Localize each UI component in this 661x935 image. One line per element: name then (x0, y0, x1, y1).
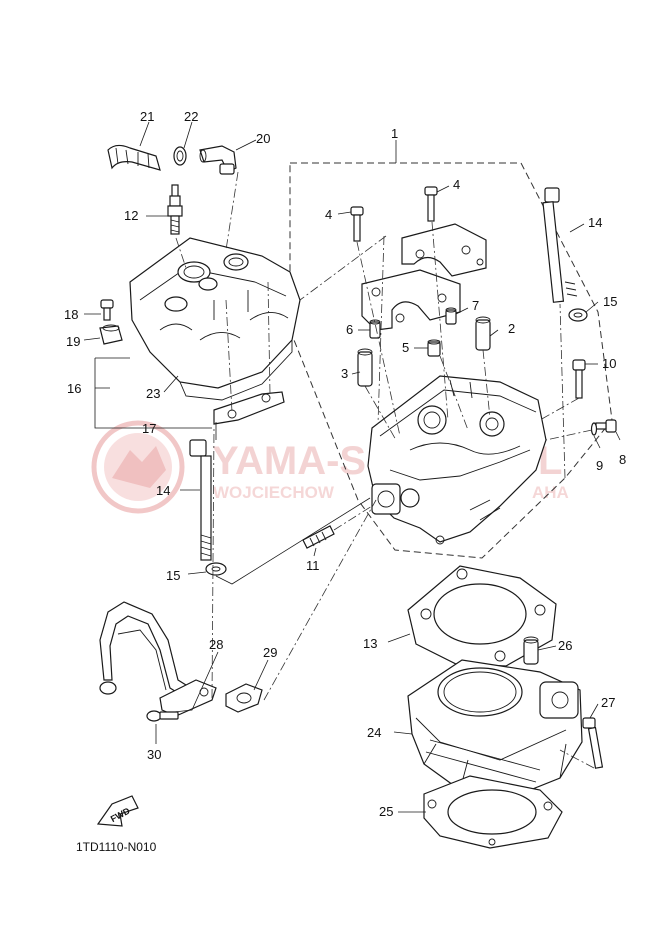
head-cover-gasket (213, 391, 285, 425)
callout-4-upper: 4 (453, 177, 460, 192)
callout-24: 24 (367, 725, 381, 740)
callout-3: 3 (341, 366, 348, 381)
callout-18: 18 (64, 307, 78, 322)
callout-1: 1 (391, 126, 398, 141)
callout-28: 28 (209, 637, 223, 652)
cover-bolt (100, 299, 114, 321)
cam-cap-bolt-left (350, 206, 364, 242)
callout-4-left: 4 (325, 207, 332, 222)
bolt-30 (146, 710, 179, 722)
callout-6: 6 (346, 322, 353, 337)
dowel-pin-6 (369, 319, 381, 339)
cylinder-head-gasket (407, 565, 557, 667)
bolt-8 (595, 419, 617, 433)
long-stud-bolt-left (189, 439, 212, 561)
watermark-subline: WOJCIECHOW (213, 483, 335, 502)
head-assembly-boundary (289, 162, 613, 559)
callout-20: 20 (256, 131, 270, 146)
callout-14-left: 14 (156, 483, 170, 498)
callout-numbers: 1 2 3 4 4 5 6 7 8 9 10 11 12 13 14 14 15… (64, 109, 626, 819)
camshaft-cap-front (361, 269, 461, 331)
watermark-brand: YAMA-S (212, 439, 366, 483)
callout-5: 5 (402, 340, 409, 355)
callout-27: 27 (601, 695, 615, 710)
breather-hose (107, 144, 161, 171)
watermark-logo-mark (112, 446, 166, 488)
long-stud-bolt-right (542, 187, 578, 303)
callout-15-left: 15 (166, 568, 180, 583)
callout-17: 17 (142, 421, 156, 436)
dowel-pin-7 (445, 307, 457, 325)
callout-22: 22 (184, 109, 198, 124)
guide-pipe-2 (475, 316, 491, 351)
callout-29: 29 (263, 645, 277, 660)
water-pipe (99, 601, 195, 699)
callout-25: 25 (379, 804, 393, 819)
callout-2: 2 (508, 321, 515, 336)
watermark-subline-tail: AHA (532, 483, 569, 502)
callout-21: 21 (140, 109, 154, 124)
cylinder-head (367, 375, 547, 545)
outlet-gasket (225, 683, 263, 713)
cam-cap-bolt-upper (424, 186, 438, 222)
washer-9 (590, 422, 598, 436)
callout-23: 23 (146, 386, 160, 401)
callout-26: 26 (558, 638, 572, 653)
watermark-logo-ring (91, 420, 185, 514)
diagram-code: 1TD1110-N010 (76, 840, 157, 854)
stud-left-guide (215, 422, 371, 585)
forward-direction-arrow: FWD (96, 795, 139, 827)
callout-12: 12 (124, 208, 138, 223)
callout-8: 8 (619, 452, 626, 467)
bolt-10 (572, 359, 586, 399)
callout-15-right: 15 (603, 294, 617, 309)
washer-left (205, 562, 227, 576)
callout-30: 30 (147, 747, 161, 762)
watermark: YAMA-S L WOJCIECHOW AHA (91, 420, 569, 514)
bolt-27 (582, 717, 604, 769)
washer-right (568, 308, 588, 322)
assembly-lines (175, 171, 595, 769)
camshaft-cap-rear (401, 223, 487, 277)
callout-19: 19 (66, 334, 80, 349)
head-cover (129, 237, 301, 401)
cylinder-block (407, 659, 583, 799)
breather-fitting (199, 145, 237, 175)
dowel-26 (523, 636, 539, 665)
plug-5 (427, 339, 441, 357)
callout-7: 7 (472, 298, 479, 313)
spark-plug (167, 184, 183, 235)
guide-pipe-3 (357, 348, 373, 387)
callout-11: 11 (306, 558, 320, 573)
group-bracket-16 (94, 357, 212, 429)
leader-lines (83, 121, 621, 813)
stud-bolt-11 (302, 525, 335, 549)
hose-clamp (173, 146, 187, 166)
cover-grommet (99, 324, 123, 345)
callout-9: 9 (596, 458, 603, 473)
cylinder-base-gasket (423, 775, 563, 849)
callout-10: 10 (602, 356, 616, 371)
callout-14-right: 14 (588, 215, 602, 230)
callout-13: 13 (363, 636, 377, 651)
callout-16: 16 (67, 381, 81, 396)
